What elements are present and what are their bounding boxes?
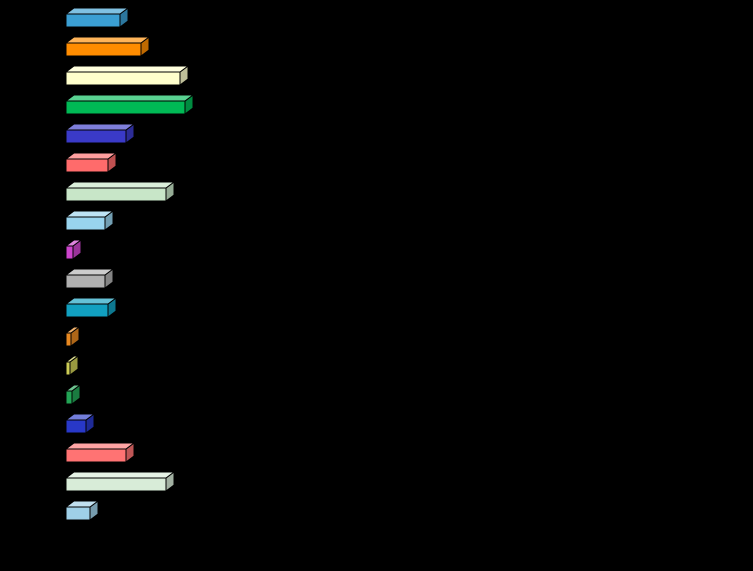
bar-14 <box>65 384 81 405</box>
bar-front-face <box>65 477 167 492</box>
bar-front-face <box>65 187 167 202</box>
bar-front-face <box>65 71 181 86</box>
bar-7 <box>65 181 175 202</box>
bar-top-face <box>65 123 135 131</box>
bar-front-face <box>65 13 121 28</box>
bar-8 <box>65 210 114 231</box>
bar-front-face <box>65 419 87 434</box>
bar-front-face <box>65 332 72 347</box>
bar-top-face <box>65 65 189 73</box>
bar-top-face <box>65 152 117 160</box>
bar-top-face <box>65 181 175 189</box>
bar-3 <box>65 65 189 86</box>
bar-18 <box>65 500 99 521</box>
bar-top-face <box>65 94 194 102</box>
bar-front-face <box>65 158 109 173</box>
bar-top-face <box>65 36 150 44</box>
bar-16 <box>65 442 135 463</box>
bar-12 <box>65 326 80 347</box>
bar-1 <box>65 7 129 28</box>
bar-front-face <box>65 245 74 260</box>
bar-top-face <box>65 268 114 276</box>
bar-front-face <box>65 42 142 57</box>
bar-17 <box>65 471 175 492</box>
bar-top-face <box>65 210 114 218</box>
bar-2 <box>65 36 150 57</box>
bar-5 <box>65 123 135 144</box>
bar-10 <box>65 268 114 289</box>
bar-15 <box>65 413 95 434</box>
bar-front-face <box>65 274 106 289</box>
bar-front-face <box>65 506 91 521</box>
bar-front-face <box>65 448 127 463</box>
bar-top-face <box>65 297 117 305</box>
bar-front-face <box>65 216 106 231</box>
bar-4 <box>65 94 194 115</box>
bar-13 <box>65 355 79 376</box>
bar-front-face <box>65 303 109 318</box>
bar-11 <box>65 297 117 318</box>
bar-front-face <box>65 361 71 376</box>
bar-6 <box>65 152 117 173</box>
bar-front-face <box>65 390 73 405</box>
bar-9 <box>65 239 82 260</box>
bar-top-face <box>65 471 175 479</box>
bar-top-face <box>65 442 135 450</box>
bar-front-face <box>65 129 127 144</box>
bar-top-face <box>65 7 129 15</box>
bar-front-face <box>65 100 186 115</box>
